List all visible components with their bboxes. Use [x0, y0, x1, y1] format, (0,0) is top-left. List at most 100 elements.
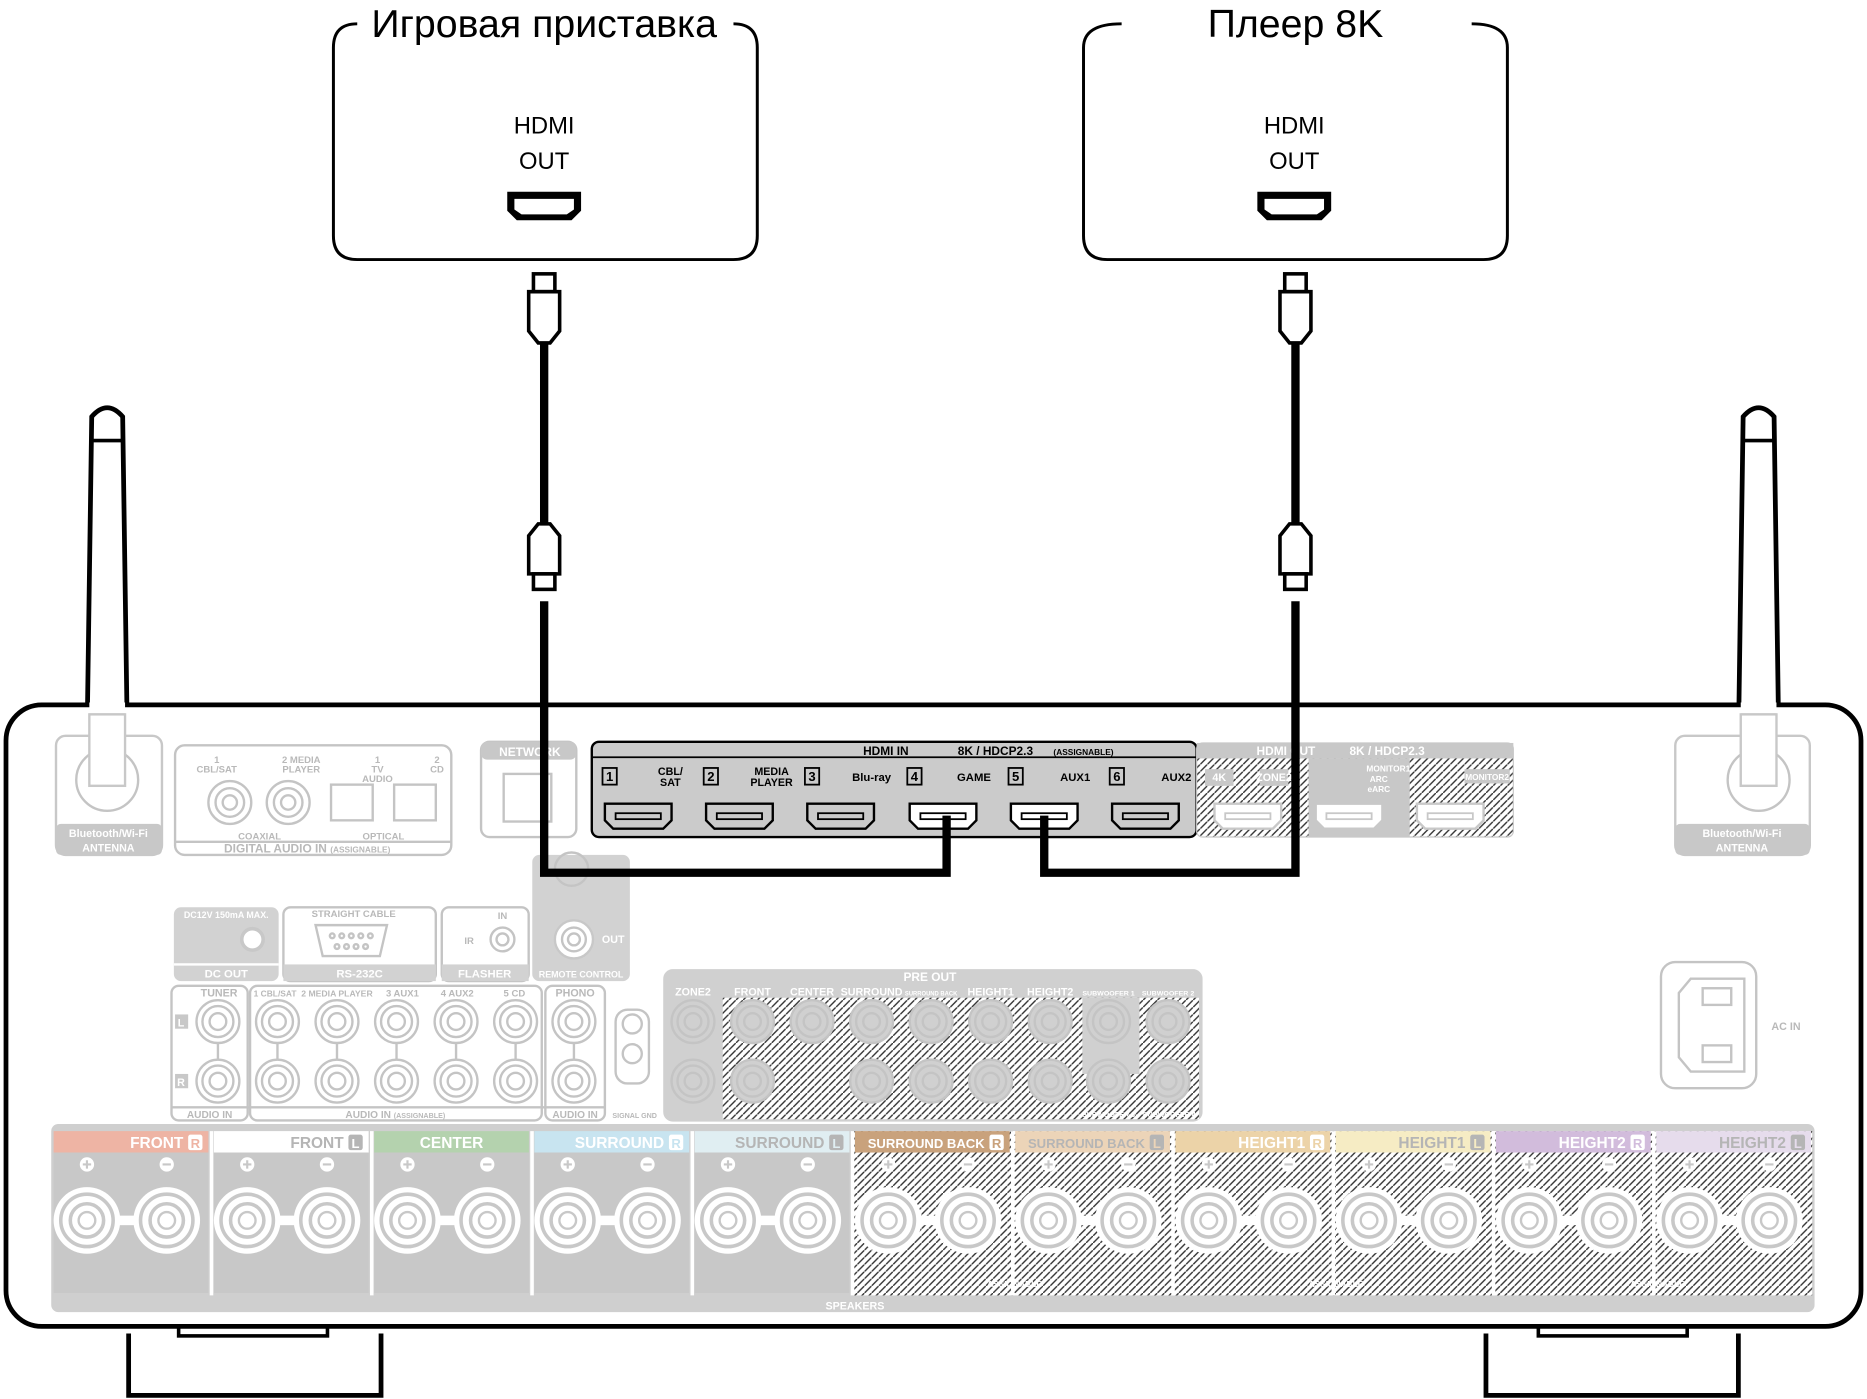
binding-post-positive[interactable] [1175, 1157, 1243, 1254]
rca-jack-zone2-right[interactable] [670, 1058, 716, 1104]
binding-post-positive[interactable] [1495, 1157, 1563, 1254]
svg-text:1: 1 [214, 755, 220, 766]
binding-post-negative[interactable] [1094, 1157, 1162, 1254]
dc-out-jack[interactable]: DC12V 150mA MAX. DC OUT [173, 907, 279, 982]
optical-jack[interactable] [392, 783, 438, 822]
rca-jack-audio-in-right[interactable] [373, 1058, 420, 1104]
binding-post-positive[interactable] [374, 1157, 441, 1254]
port-label: OUT [1269, 148, 1319, 175]
binding-post-negative[interactable] [614, 1157, 681, 1254]
svg-text:IN: IN [498, 911, 508, 922]
rca-jack-audio-in-left[interactable] [433, 998, 479, 1045]
rs232c-port[interactable]: STRAIGHT CABLE RS-232C [282, 906, 438, 983]
rca-jack-audio-in-right[interactable] [314, 1058, 360, 1104]
speaker-side-label: R [671, 1136, 681, 1151]
rca-jack-audio-in-left[interactable] [551, 998, 597, 1045]
flasher-in-jack[interactable]: IN IR FLASHER [440, 906, 530, 983]
binding-post-positive[interactable] [854, 1157, 922, 1254]
optical-jack[interactable] [329, 783, 374, 822]
rca-jack-pre-out[interactable] [1085, 1058, 1132, 1104]
rca-jack-audio-in-left[interactable] [492, 998, 539, 1045]
antenna-connector-right: Bluetooth/Wi-Fi ANTENNA [1674, 713, 1812, 857]
svg-text:PRE OUT: PRE OUT [903, 970, 957, 984]
pre-out-label: HEIGHT1 [967, 986, 1013, 998]
rca-jack-audio-in-left[interactable] [314, 998, 360, 1045]
rca-jack-audio-in-right[interactable] [195, 1058, 241, 1104]
rca-jack-audio-in-left[interactable] [373, 998, 420, 1045]
coaxial-jack[interactable] [207, 779, 253, 826]
binding-post-negative[interactable] [1735, 1157, 1803, 1254]
hdmi-cable-game-console [526, 272, 951, 877]
svg-text:6: 6 [1113, 769, 1120, 784]
ac-inlet[interactable]: AC IN [1659, 960, 1801, 1090]
svg-text:DC OUT: DC OUT [205, 969, 248, 981]
binding-post-positive[interactable] [534, 1157, 602, 1254]
binding-post-positive[interactable] [53, 1157, 121, 1254]
speaker-side-label: L [1794, 1136, 1802, 1151]
binding-post-negative[interactable] [293, 1157, 361, 1254]
rca-jack-pre-out[interactable] [1085, 998, 1132, 1045]
rca-jack-audio-in-right[interactable] [551, 1058, 597, 1104]
binding-post-positive[interactable] [213, 1157, 281, 1254]
hdmi-out-port[interactable] [1314, 802, 1384, 830]
rca-jack-audio-in-left[interactable] [195, 998, 241, 1045]
rca-jack-pre-out[interactable] [729, 1058, 776, 1104]
rca-jack-pre-out[interactable] [848, 998, 895, 1045]
binding-post-negative[interactable] [774, 1157, 842, 1254]
binding-post-negative[interactable] [934, 1157, 1002, 1254]
binding-post-negative[interactable] [1575, 1157, 1643, 1254]
digital-audio-in-panel: 1 CBL/SAT 2 MEDIA PLAYER 1 TV AUDIO 2 CD… [173, 744, 453, 857]
rca-jack-pre-out[interactable] [908, 998, 954, 1045]
rca-jack-audio-in-right[interactable] [433, 1058, 479, 1104]
rca-jack-pre-out[interactable] [968, 1058, 1014, 1104]
hdmi-input-label: PLAYER [750, 777, 793, 789]
hdmi-plug-icon [1278, 522, 1313, 592]
rca-jack-pre-out[interactable] [848, 1058, 895, 1104]
hdmi-out-port[interactable] [1415, 802, 1485, 830]
speaker-side-label: L [352, 1136, 360, 1151]
rca-jack-pre-out[interactable] [729, 998, 776, 1045]
rca-jack-pre-out[interactable] [1027, 998, 1073, 1045]
plus-icon [1525, 1160, 1534, 1169]
rca-jack-pre-out[interactable] [789, 998, 835, 1045]
remote-control-jacks[interactable]: OUT REMOTE CONTROL [532, 851, 630, 982]
hdmi-port-icon [507, 191, 582, 221]
rca-jack-pre-out[interactable] [1027, 1058, 1073, 1104]
binding-post-positive[interactable] [1335, 1157, 1403, 1254]
binding-post-positive[interactable] [1015, 1157, 1082, 1254]
rca-jack-zone2-left[interactable] [670, 998, 716, 1045]
plus-icon [403, 1160, 412, 1169]
rca-jack-pre-out[interactable] [1145, 1058, 1191, 1104]
network-port[interactable]: NETWORK [479, 740, 578, 839]
hdmi-out-port[interactable] [1213, 802, 1283, 830]
binding-post-negative[interactable] [1415, 1157, 1483, 1254]
rca-jack-audio-in-right[interactable] [492, 1058, 539, 1104]
coaxial-jack[interactable] [265, 779, 311, 826]
rca-jack-pre-out[interactable] [908, 1058, 954, 1104]
binding-post-positive[interactable] [694, 1157, 762, 1254]
rca-jack-audio-in-left[interactable] [254, 998, 301, 1045]
svg-text:ZONE2: ZONE2 [1256, 772, 1292, 784]
svg-text:AC IN: AC IN [1771, 1021, 1800, 1033]
rca-jack-pre-out[interactable] [968, 998, 1014, 1045]
binding-post-negative[interactable] [453, 1157, 521, 1254]
binding-post-negative[interactable] [1255, 1157, 1322, 1254]
rca-jack-pre-out[interactable] [1145, 998, 1191, 1045]
hdmi-out-panel: HDMI OUT 8K / HDCP2.3 4K ZONE2 MONITOR1 … [1196, 742, 1514, 838]
hdmi-input-number: 6 [1108, 767, 1125, 786]
signal-gnd-terminal[interactable] [614, 1008, 651, 1085]
binding-post-negative[interactable] [133, 1157, 201, 1254]
svg-text:PHONO: PHONO [555, 988, 594, 1000]
hdmi-plug-icon [1278, 272, 1313, 345]
rca-jack-audio-in-right[interactable] [254, 1058, 301, 1104]
speaker-channel-label: HEIGHT1 [1398, 1135, 1465, 1152]
device-title: Плеер 8K [1208, 2, 1384, 46]
binding-post-positive[interactable] [1656, 1157, 1723, 1254]
